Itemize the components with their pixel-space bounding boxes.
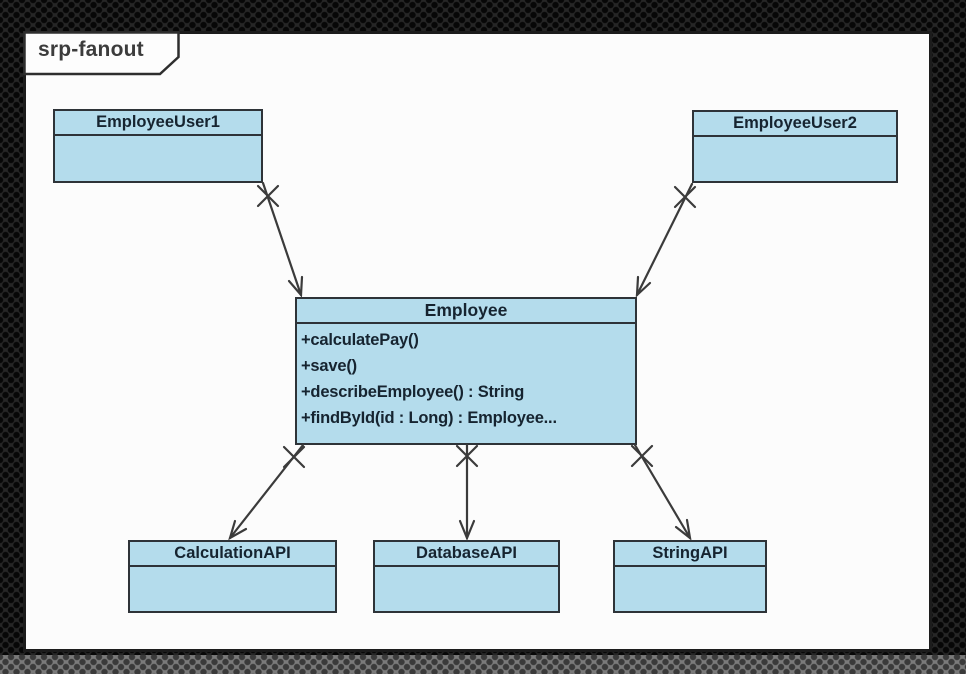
class-databaseapi: DatabaseAPI (373, 540, 560, 613)
class-employee: Employee +calculatePay() +save() +descri… (295, 297, 637, 445)
class-title: Employee (297, 299, 635, 324)
class-method: +calculatePay() (301, 331, 419, 349)
class-title: DatabaseAPI (375, 542, 558, 567)
class-members-compartment: +calculatePay() +save() +describeEmploye… (297, 324, 635, 431)
class-employeeuser2: EmployeeUser2 (692, 110, 898, 183)
metal-floor-strip (0, 655, 966, 674)
class-calculationapi: CalculationAPI (128, 540, 337, 613)
class-method: +findById(id : Long) : Employee... (301, 409, 557, 427)
frame-tab-shape (23, 31, 180, 76)
frame-label-tab: srp-fanout (23, 31, 181, 76)
class-title: EmployeeUser1 (55, 111, 261, 136)
class-method: +save() (301, 357, 357, 375)
class-title: CalculationAPI (130, 542, 335, 567)
class-employeeuser1: EmployeeUser1 (53, 109, 263, 183)
class-method: +describeEmployee() : String (301, 383, 525, 401)
frame-label: srp-fanout (38, 38, 144, 61)
class-title: EmployeeUser2 (694, 112, 896, 137)
class-stringapi: StringAPI (613, 540, 767, 613)
class-title: StringAPI (615, 542, 765, 567)
